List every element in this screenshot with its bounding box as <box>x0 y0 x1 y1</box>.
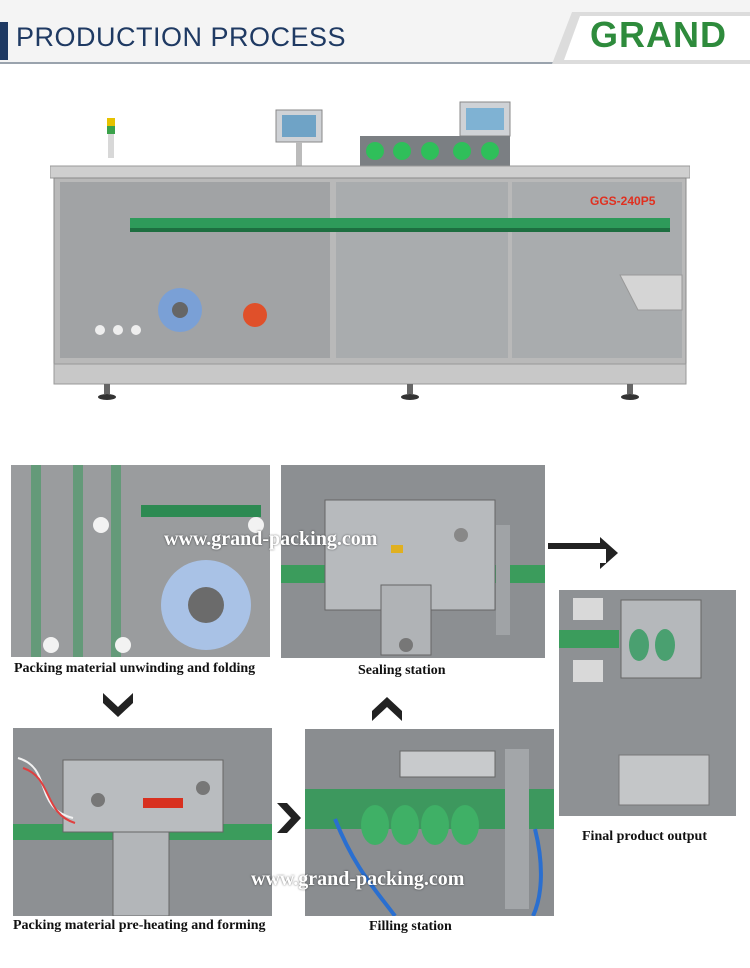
caption-sealing: Sealing station <box>358 663 446 678</box>
header-divider <box>0 62 560 64</box>
caption-preheat: Packing material pre-heating and forming <box>13 918 266 933</box>
watermark-bottom: www.grand-packing.com <box>251 868 465 890</box>
photo-filling <box>305 729 554 916</box>
photo-preheat <box>13 728 272 916</box>
brand-logo: GRAND <box>590 14 727 55</box>
caption-filling: Filling station <box>369 919 452 934</box>
page-title: PRODUCTION PROCESS <box>16 22 347 52</box>
photo-sealing <box>281 465 545 658</box>
photo-final <box>559 590 736 816</box>
photo-unwinding <box>11 465 270 657</box>
arrow-down-icon <box>103 693 133 717</box>
caption-unwinding: Packing material unwinding and folding <box>14 661 256 676</box>
caption-final: Final product output <box>582 829 707 844</box>
arrow-up-icon <box>372 697 402 721</box>
arrow-to-final-icon <box>548 537 618 569</box>
logo-background <box>552 12 750 64</box>
watermark-top: www.grand-packing.com <box>164 528 378 550</box>
header-accent <box>0 22 8 60</box>
model-label: GGS-240P5 <box>590 194 656 208</box>
arrow-right-icon <box>277 803 301 833</box>
machine-photo: GGS-240P5 <box>50 101 690 400</box>
